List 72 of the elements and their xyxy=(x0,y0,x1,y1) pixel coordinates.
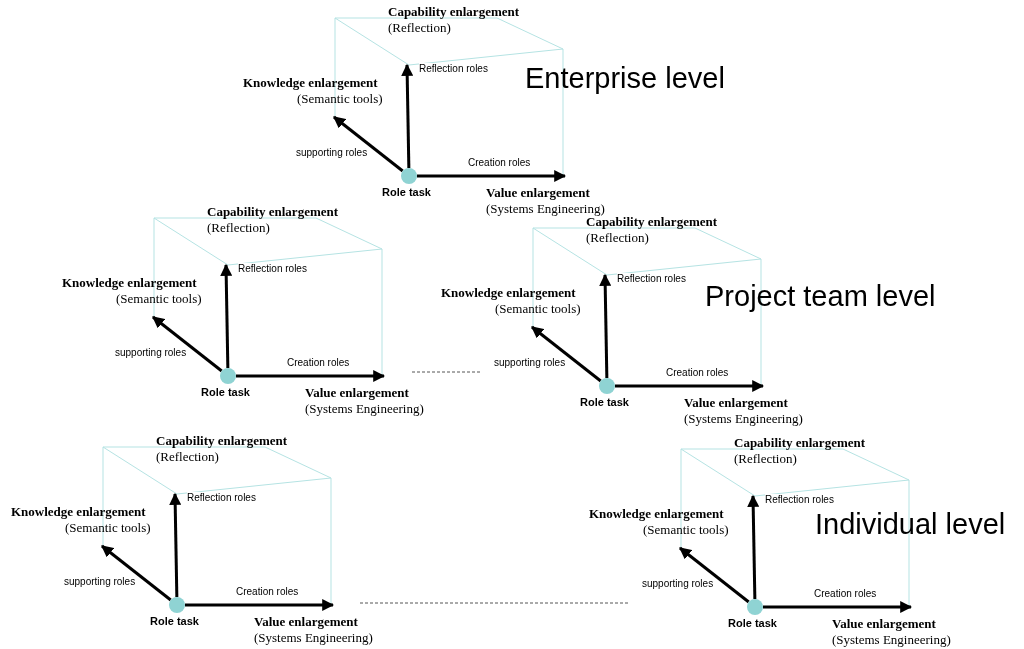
axis-heading: Capability enlargement xyxy=(734,435,866,451)
arrow xyxy=(185,599,335,611)
edge-label: Creation roles xyxy=(287,357,350,369)
level-label: Enterprise level xyxy=(525,61,725,95)
arrow xyxy=(531,325,602,383)
node-caption: Role task xyxy=(150,615,199,627)
axis-subtitle: (Systems Engineering) xyxy=(832,632,951,648)
edge-label: supporting roles xyxy=(115,347,187,359)
axis-subtitle: (Systems Engineering) xyxy=(684,411,803,427)
arrow xyxy=(763,601,913,613)
role-circle xyxy=(401,168,417,184)
edge-label: supporting roles xyxy=(642,578,714,590)
arrow xyxy=(333,115,404,173)
axis-subtitle: (Semantic tools) xyxy=(642,522,729,538)
arrow xyxy=(236,370,386,382)
arrow xyxy=(169,492,182,598)
axis-subtitle: (Semantic tools) xyxy=(494,301,581,317)
edge-label: Reflection roles xyxy=(765,494,834,506)
axis-subtitle: (Semantic tools) xyxy=(115,291,202,307)
axis-heading: Value enlargement xyxy=(305,385,410,401)
edge-label: Reflection roles xyxy=(617,273,686,285)
arrow xyxy=(220,263,233,369)
role-circle xyxy=(169,597,185,613)
axis-heading: Knowledge enlargement xyxy=(243,75,379,91)
level-label: Individual level xyxy=(815,507,1006,541)
axis-heading: Knowledge enlargement xyxy=(441,285,577,301)
axis-heading: Capability enlargement xyxy=(207,204,339,220)
arrow xyxy=(401,63,414,169)
edge-label: Creation roles xyxy=(666,367,729,379)
edge-label: supporting roles xyxy=(296,147,368,159)
arrow xyxy=(599,273,612,379)
axis-subtitle: (Reflection) xyxy=(586,230,650,246)
edge-label: Creation roles xyxy=(236,586,299,598)
axis-heading: Value enlargement xyxy=(254,614,359,630)
role-circle xyxy=(599,378,615,394)
axis-subtitle: (Semantic tools) xyxy=(296,91,383,107)
axis-subtitle: (Systems Engineering) xyxy=(305,401,424,417)
edge-label: Creation roles xyxy=(468,157,531,169)
axis-heading: Knowledge enlargement xyxy=(62,275,198,291)
arrow xyxy=(747,494,760,600)
node-caption: Role task xyxy=(728,617,777,629)
arrow xyxy=(679,546,750,604)
axis-heading: Capability enlargement xyxy=(156,433,288,449)
arrow xyxy=(615,380,765,392)
node-caption: Role task xyxy=(580,396,629,408)
axis-heading: Knowledge enlargement xyxy=(11,504,147,520)
node-caption: Role task xyxy=(382,186,431,198)
arrow xyxy=(152,315,223,373)
axis-subtitle: (Reflection) xyxy=(388,20,452,36)
axis-subtitle: (Semantic tools) xyxy=(64,520,151,536)
edge-label: Reflection roles xyxy=(238,263,307,275)
axis-heading: Value enlargement xyxy=(486,185,591,201)
axis-subtitle: (Systems Engineering) xyxy=(254,630,373,646)
axis-heading: Capability enlargement xyxy=(388,4,520,20)
axis-subtitle: (Reflection) xyxy=(734,451,798,467)
role-circle xyxy=(747,599,763,615)
arrow xyxy=(101,544,172,602)
arrow xyxy=(417,170,567,182)
edge-label: supporting roles xyxy=(64,576,136,588)
axis-subtitle: (Systems Engineering) xyxy=(486,201,605,217)
edge-label: Reflection roles xyxy=(187,492,256,504)
level-label: Project team level xyxy=(705,279,936,313)
axis-heading: Value enlargement xyxy=(684,395,789,411)
node-caption: Role task xyxy=(201,386,250,398)
role-circle xyxy=(220,368,236,384)
edge-label: Creation roles xyxy=(814,588,877,600)
axis-subtitle: (Reflection) xyxy=(156,449,220,465)
axis-heading: Value enlargement xyxy=(832,616,937,632)
axis-heading: Knowledge enlargement xyxy=(589,506,725,522)
axis-subtitle: (Reflection) xyxy=(207,220,271,236)
edge-label: Reflection roles xyxy=(419,63,488,75)
edge-label: supporting roles xyxy=(494,357,566,369)
